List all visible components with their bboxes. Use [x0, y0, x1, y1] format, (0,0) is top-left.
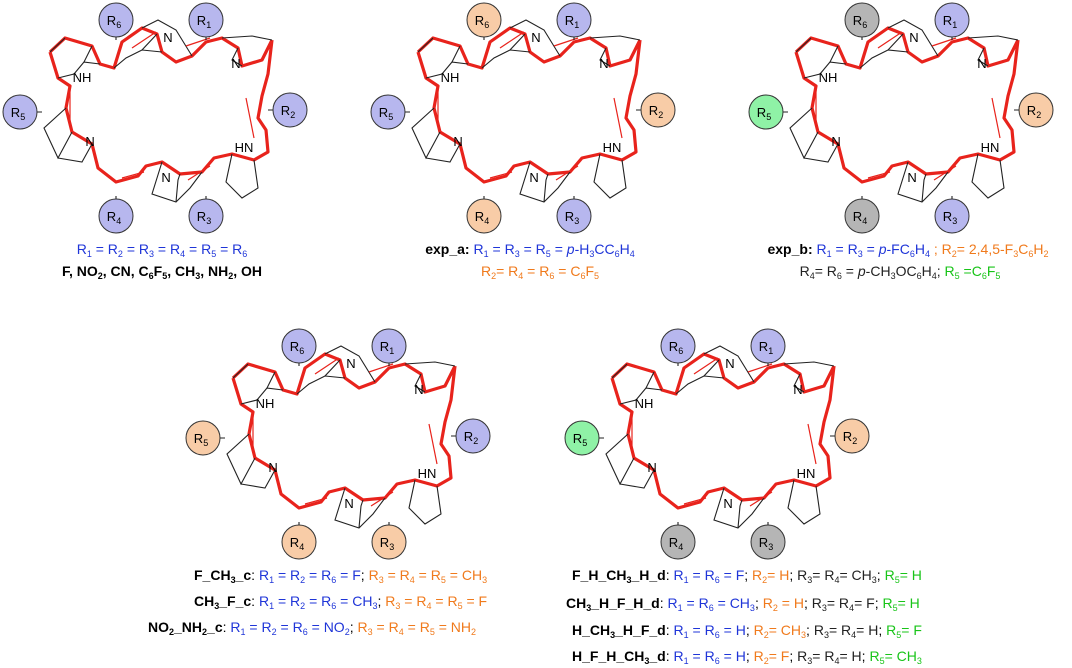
substituent-r2-circle	[834, 418, 870, 454]
substituent-r3-circle	[556, 198, 592, 234]
n-label: N	[529, 170, 538, 185]
n-label: N	[85, 134, 94, 149]
caption-general-line1: R1 = R2 = R3 = R4 = R5 = R6	[76, 241, 248, 259]
substituent-r2-circle	[640, 92, 676, 128]
n-label: N	[725, 356, 734, 371]
caption-exp-a-line2: R2= R4 = R6 = C6F5	[480, 263, 600, 281]
nh-label: NH	[441, 70, 460, 85]
n-label: N	[909, 30, 918, 45]
caption-d-row-2: H_CH3_H_F_d: R1 = R6 = H; R2= CH3; R3= R…	[572, 622, 922, 640]
substituent-r3-circle	[750, 524, 786, 560]
n-label: N	[346, 356, 355, 371]
n-label: N	[647, 460, 656, 475]
n-label: N	[344, 496, 353, 511]
double-bond-accents	[815, 31, 1001, 181]
substituent-r6-circle	[281, 328, 317, 364]
double-bond-accents	[252, 357, 438, 507]
hn-label: HN	[603, 140, 622, 155]
caption-d-row-1: CH3_H_F_H_d: R1 = R6 = CH3; R2 = H; R3= …	[566, 595, 920, 613]
substituent-r6-circle	[98, 2, 134, 38]
caption-general-line2: F, NO2, CN, C6F5, CH3, NH2, OH	[61, 263, 263, 281]
n-label: N	[977, 56, 986, 71]
double-bond-accents	[631, 357, 817, 507]
hn-label: HN	[418, 466, 437, 481]
substituent-r4-circle	[98, 198, 134, 234]
n-label: N	[268, 460, 277, 475]
substituent-r5-circle	[2, 94, 38, 130]
double-bond-accents	[69, 31, 255, 181]
hn-label: HN	[981, 140, 1000, 155]
caption-exp-a-line1: exp_a: R1 = R3 = R5 = p-H3CC6H4	[425, 241, 635, 259]
nh-label: NH	[73, 70, 92, 85]
substituent-r1-circle	[188, 2, 224, 38]
substituent-r5-circle	[185, 420, 221, 456]
n-label: N	[831, 134, 840, 149]
n-label: N	[231, 56, 240, 71]
pyrrole-rings	[43, 19, 273, 203]
substituent-r5-circle	[564, 420, 600, 456]
n-label: N	[531, 30, 540, 45]
caption-exp-b-line1: exp_b: R1 = R3 = p-FC6H4 ; R2= 2,4,5-F3C…	[767, 241, 1049, 259]
n-label: N	[793, 382, 802, 397]
pyrrole-rings	[789, 19, 1019, 203]
pyrrole-rings	[605, 345, 835, 529]
n-label: N	[599, 56, 608, 71]
caption-c-row-1: CH3_F_c: R1 = R2 = R6 = CH3; R3 = R4 = R…	[194, 593, 488, 611]
caption-c-row-0: F_CH3_c: R1 = R2 = R6 = F; R3 = R4 = R5 …	[194, 567, 488, 585]
substituent-r1-circle	[750, 328, 786, 364]
substituent-r6-circle	[466, 2, 502, 38]
substituent-r5-circle	[370, 94, 406, 130]
caption-d-row-0: F_H_CH3_H_d: R1 = R6 = F; R2= H; R3= R4=…	[572, 567, 922, 585]
pyrrole-rings	[226, 345, 456, 529]
nh-label: NH	[256, 396, 275, 411]
n-label: N	[163, 30, 172, 45]
caption-exp-b-line2: R4= R6 = p-CH3OC6H4; R5 =C6F5	[799, 263, 1001, 281]
nh-label: NH	[819, 70, 838, 85]
substituent-r4-circle	[281, 524, 317, 560]
n-label: N	[161, 170, 170, 185]
substituent-r2-circle	[272, 92, 308, 128]
substituent-r2-circle	[1018, 92, 1054, 128]
hn-label: HN	[235, 140, 254, 155]
nh-label: NH	[635, 396, 654, 411]
substituent-r3-circle	[934, 198, 970, 234]
substituent-r4-circle	[660, 524, 696, 560]
n-label: N	[414, 382, 423, 397]
substituent-r1-circle	[371, 328, 407, 364]
caption-d-row-3: H_F_H_CH3_d: R1 = R6 = H; R2= F; R3= R4=…	[572, 648, 922, 666]
n-label: N	[453, 134, 462, 149]
substituent-r4-circle	[844, 198, 880, 234]
substituent-r1-circle	[556, 2, 592, 38]
n-label: N	[723, 496, 732, 511]
substituent-r3-circle	[188, 198, 224, 234]
substituent-r6-circle	[660, 328, 696, 364]
substituent-r4-circle	[466, 198, 502, 234]
pyrrole-rings	[411, 19, 641, 203]
substituent-r5-circle	[748, 94, 784, 130]
double-bond-accents	[437, 31, 623, 181]
substituent-r1-circle	[934, 2, 970, 38]
hn-label: HN	[797, 466, 816, 481]
substituent-r3-circle	[371, 524, 407, 560]
substituent-r2-circle	[455, 418, 491, 454]
n-label: N	[907, 170, 916, 185]
caption-c-row-2: NO2_NH2_c: R1 = R2 = R6 = NO2; R3 = R4 =…	[148, 619, 477, 637]
substituent-r6-circle	[844, 2, 880, 38]
